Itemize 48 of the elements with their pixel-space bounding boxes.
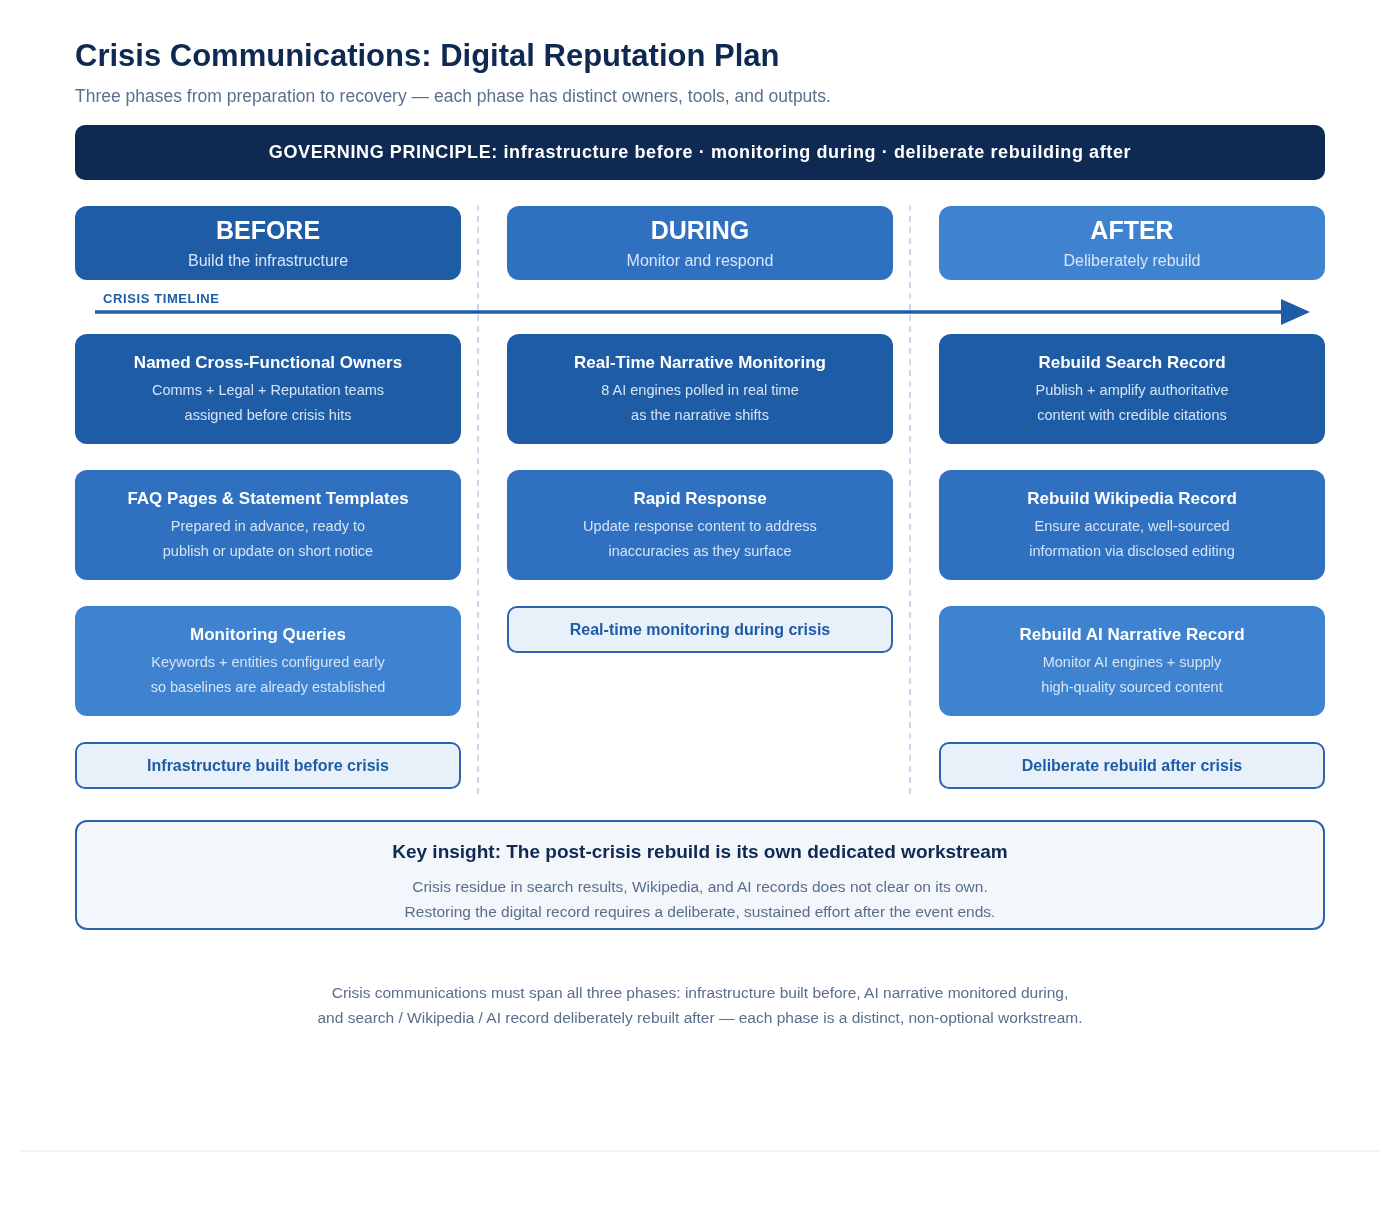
insight-text: Crisis residue in search results, Wikipedia, and AI records does not clear on its own. Restoring the digital record requires a deliberate, sustained effort after the event ends. (403, 877, 997, 922)
card-description: Keywords + entities configured early so baselines are already established (149, 652, 387, 697)
summary-text: Infrastructure built before crisis (147, 755, 389, 776)
phase-summary-box (75, 742, 461, 789)
phase-subtitle: Monitor and respond (626, 251, 774, 271)
activity-card (75, 334, 461, 444)
activity-card (507, 334, 893, 444)
phase-summary-box (507, 606, 893, 653)
summary-text: Real-time monitoring during crisis (569, 619, 831, 640)
caption-text: Crisis communications must span all three phases: infrastructure built before, AI narrative monitored during, and search / Wikipedia / AI record deliberately rebuilt after — each phase is a distinct, non-optional workstream. (316, 983, 1084, 1028)
card-description: Prepared in advance, ready to publish or update on short notice (161, 516, 375, 561)
activity-card (507, 470, 893, 580)
card-description: Publish + amplify authoritative content with credible citations (1034, 380, 1230, 425)
phase-title: DURING (650, 215, 750, 245)
card-description: Update response content to address inaccuracies as they surface (582, 516, 818, 561)
phase-header (75, 206, 461, 280)
summary-text: Deliberate rebuild after crisis (1021, 755, 1243, 776)
card-description: Ensure accurate, well-sourced information via disclosed editing (1028, 516, 1236, 561)
activity-card (939, 470, 1325, 580)
card-title: Rebuild Search Record (1038, 351, 1226, 374)
principle-banner (75, 125, 1325, 180)
card-title: Rapid Response (633, 487, 767, 510)
card-title: Named Cross-Functional Owners (133, 351, 403, 374)
card-title: Real-Time Narrative Monitoring (574, 351, 826, 374)
activity-card (75, 606, 461, 716)
card-title: Monitoring Queries (190, 623, 346, 646)
phase-summary-box (939, 742, 1325, 789)
card-title: Rebuild Wikipedia Record (1027, 487, 1237, 510)
card-title: FAQ Pages & Statement Templates (127, 487, 409, 510)
activity-card (939, 606, 1325, 716)
page-title: Crisis Communications: Digital Reputation Plan (75, 37, 780, 75)
page-subtitle: Three phases from preparation to recovery — each phase has distinct owners, tools, and outputs. (75, 85, 831, 107)
card-description: Monitor AI engines + supply high-quality sourced content (1040, 652, 1224, 697)
phase-header (507, 206, 893, 280)
phase-title: BEFORE (215, 215, 321, 245)
phase-subtitle: Build the infrastructure (187, 251, 349, 271)
card-description: Comms + Legal + Reputation teams assigned before crisis hits (150, 380, 386, 425)
phase-header (939, 206, 1325, 280)
timeline-label: CRISIS TIMELINE (103, 291, 220, 307)
phase-title: AFTER (1090, 215, 1174, 245)
principle-text: GOVERNING PRINCIPLE: infrastructure before · monitoring during · deliberate rebuilding after (268, 142, 1132, 163)
phase-subtitle: Deliberately rebuild (1063, 251, 1201, 271)
card-title: Rebuild AI Narrative Record (1019, 623, 1245, 646)
insight-panel (75, 820, 1325, 930)
activity-card (75, 470, 461, 580)
card-description: 8 AI engines polled in real time as the narrative shifts (600, 380, 800, 425)
activity-card (939, 334, 1325, 444)
insight-heading: Key insight: The post-crisis rebuild is its own dedicated workstream (392, 840, 1008, 864)
